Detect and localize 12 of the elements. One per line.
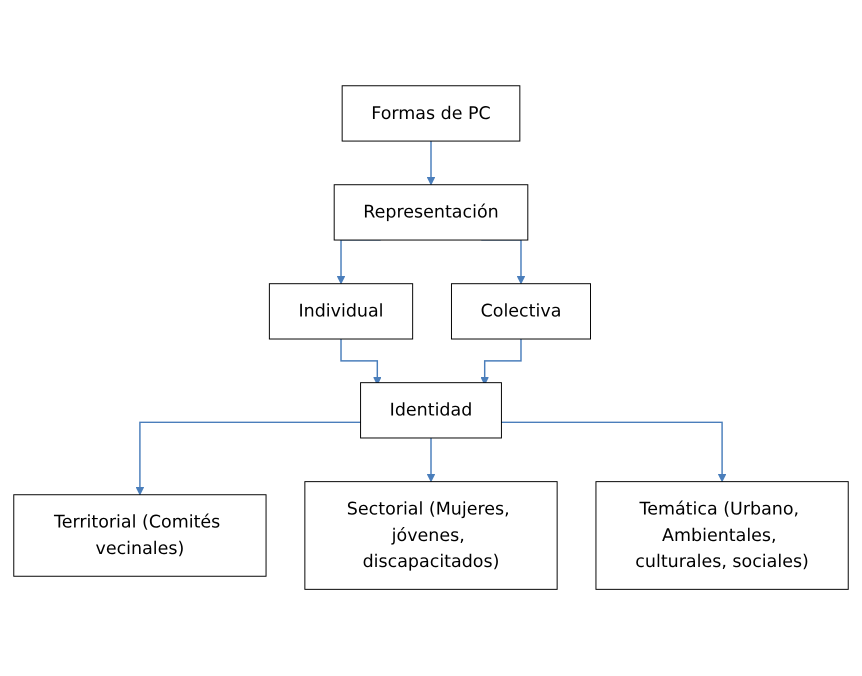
arrow (501, 422, 726, 482)
node-box: Formas de PC (342, 86, 520, 142)
arrow (426, 140, 436, 186)
arrow (136, 422, 361, 496)
node-box: Temática (Urbano, Ambientales, culturales, sociales) (595, 482, 849, 590)
node-box: Colectiva (450, 284, 591, 340)
node-box: Representación (334, 184, 528, 241)
node-box: Individual (268, 284, 414, 340)
node-box: Sectorial (Mujeres, jóvenes, discapacitados) (304, 482, 558, 590)
node-box: Identidad (360, 382, 502, 439)
node-box: Territorial (Comités vecinales) (13, 494, 267, 578)
arrow (426, 438, 436, 482)
